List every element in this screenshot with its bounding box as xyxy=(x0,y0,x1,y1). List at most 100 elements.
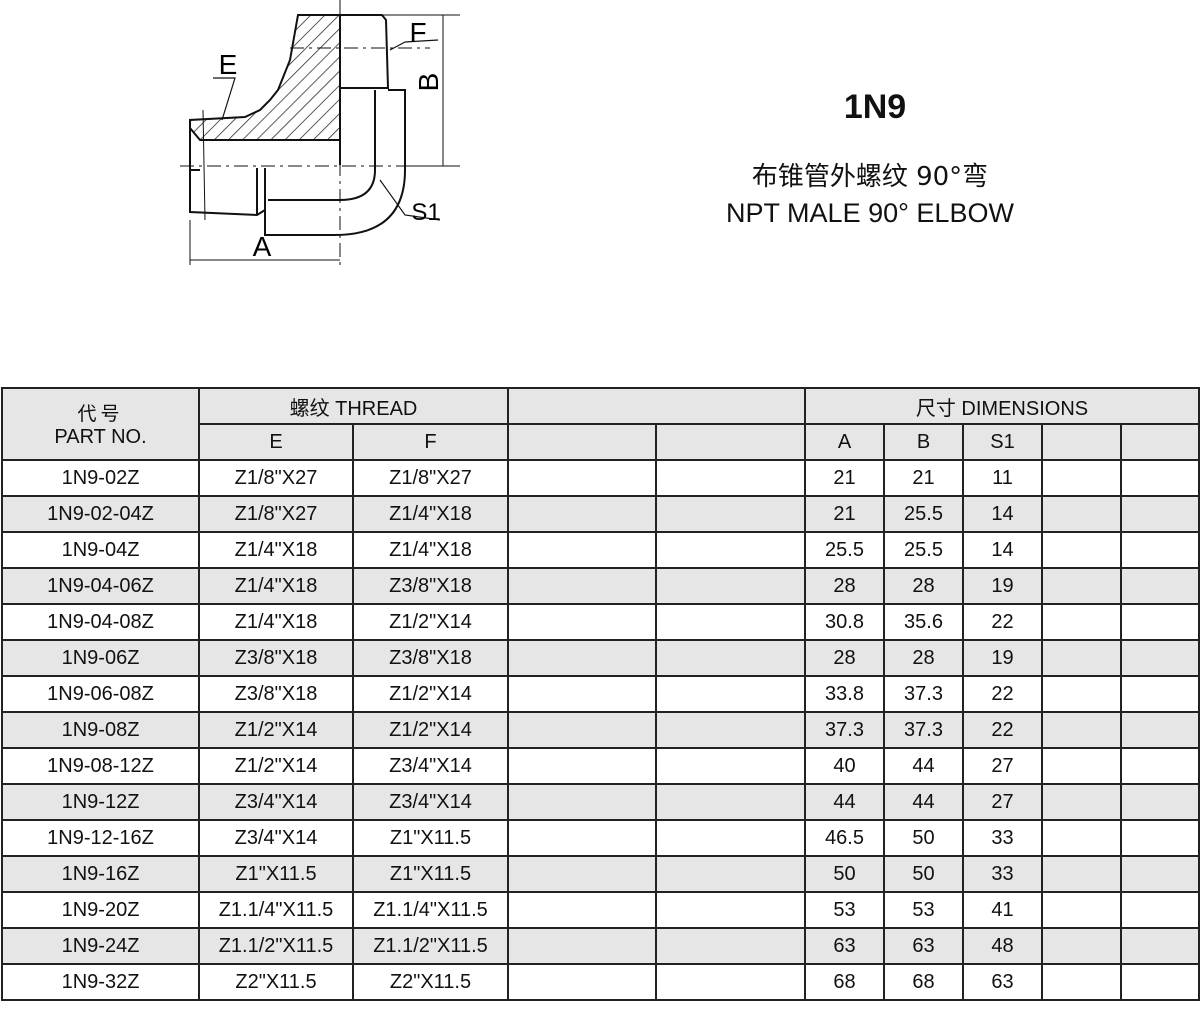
cell-blank xyxy=(655,603,806,641)
cell-s1: 33 xyxy=(962,819,1043,857)
col-blank xyxy=(1120,423,1200,461)
cell-blank xyxy=(1041,531,1122,569)
cell-part: 1N9-04Z xyxy=(1,531,200,569)
cell-a: 50 xyxy=(804,855,885,893)
cell-blank xyxy=(1120,747,1200,785)
cell-blank xyxy=(1041,855,1122,893)
cell-a: 25.5 xyxy=(804,531,885,569)
cell-a: 28 xyxy=(804,567,885,605)
cell-f: Z3/4"X14 xyxy=(352,747,509,785)
cell-blank xyxy=(655,459,806,497)
cell-a: 46.5 xyxy=(804,819,885,857)
col-blank xyxy=(655,423,806,461)
cell-blank xyxy=(1041,603,1122,641)
cell-s1: 33 xyxy=(962,855,1043,893)
elbow-drawing: E F A B S1 xyxy=(180,0,460,265)
cell-b: 68 xyxy=(883,963,964,1001)
cell-f: Z1/2"X14 xyxy=(352,603,509,641)
cell-s1: 27 xyxy=(962,783,1043,821)
cell-blank xyxy=(507,819,657,857)
blank-header xyxy=(507,387,806,425)
cell-blank xyxy=(507,891,657,929)
cell-part: 1N9-06Z xyxy=(1,639,200,677)
cell-f: Z1"X11.5 xyxy=(352,855,509,893)
col-b: B xyxy=(883,423,964,461)
cell-s1: 14 xyxy=(962,495,1043,533)
cell-blank xyxy=(507,963,657,1001)
cell-part: 1N9-12-16Z xyxy=(1,819,200,857)
cell-part: 1N9-04-08Z xyxy=(1,603,200,641)
cell-a: 21 xyxy=(804,459,885,497)
cell-f: Z1.1/2"X11.5 xyxy=(352,927,509,965)
cell-blank xyxy=(655,675,806,713)
subtitle-chinese: 布锥管外螺纹 90°弯 xyxy=(751,162,989,192)
cell-blank xyxy=(1041,711,1122,749)
cell-f: Z1/2"X14 xyxy=(352,711,509,749)
cell-e: Z1.1/4"X11.5 xyxy=(198,891,354,929)
cell-e: Z3/4"X14 xyxy=(198,819,354,857)
cell-blank xyxy=(507,639,657,677)
col-blank xyxy=(1041,423,1122,461)
cell-s1: 22 xyxy=(962,603,1043,641)
cell-blank xyxy=(1041,963,1122,1001)
cell-s1: 14 xyxy=(962,531,1043,569)
cell-blank xyxy=(655,711,806,749)
cell-b: 50 xyxy=(883,819,964,857)
cell-f: Z1/2"X14 xyxy=(352,675,509,713)
cell-part: 1N9-32Z xyxy=(1,963,200,1001)
cell-a: 21 xyxy=(804,495,885,533)
col-blank xyxy=(507,423,657,461)
cell-part: 1N9-24Z xyxy=(1,927,200,965)
cell-blank xyxy=(1041,495,1122,533)
cell-b: 28 xyxy=(883,567,964,605)
cell-e: Z1/8"X27 xyxy=(198,459,354,497)
cell-blank xyxy=(655,819,806,857)
cell-blank xyxy=(655,567,806,605)
cell-f: Z1/4"X18 xyxy=(352,495,509,533)
cell-e: Z1/4"X18 xyxy=(198,603,354,641)
cell-f: Z3/4"X14 xyxy=(352,783,509,821)
cell-s1: 27 xyxy=(962,747,1043,785)
cell-blank xyxy=(1120,855,1200,893)
cell-blank xyxy=(1120,675,1200,713)
cell-blank xyxy=(1041,459,1122,497)
col-s1: S1 xyxy=(962,423,1043,461)
cell-blank xyxy=(1041,891,1122,929)
cell-b: 50 xyxy=(883,855,964,893)
cell-blank xyxy=(655,927,806,965)
cell-e: Z1/4"X18 xyxy=(198,531,354,569)
cell-f: Z1/4"X18 xyxy=(352,531,509,569)
cell-part: 1N9-20Z xyxy=(1,891,200,929)
cell-b: 35.6 xyxy=(883,603,964,641)
cell-s1: 63 xyxy=(962,963,1043,1001)
cell-a: 40 xyxy=(804,747,885,785)
cell-blank xyxy=(507,855,657,893)
cell-f: Z2"X11.5 xyxy=(352,963,509,1001)
cell-s1: 19 xyxy=(962,567,1043,605)
cell-b: 37.3 xyxy=(883,675,964,713)
col-f: F xyxy=(352,423,509,461)
cell-f: Z1"X11.5 xyxy=(352,819,509,857)
subtitle-english: NPT MALE 90° ELBOW xyxy=(726,198,1014,228)
cell-blank xyxy=(1120,711,1200,749)
cell-blank xyxy=(1120,927,1200,965)
cell-e: Z1/4"X18 xyxy=(198,567,354,605)
cell-blank xyxy=(655,639,806,677)
cell-s1: 22 xyxy=(962,711,1043,749)
cell-part: 1N9-02Z xyxy=(1,459,200,497)
cell-blank xyxy=(1120,891,1200,929)
dimensions-table: 代号 PART NO. 螺纹 THREAD 尺寸 DIMENSIONS E F … xyxy=(1,387,1200,1001)
cell-part: 1N9-12Z xyxy=(1,783,200,821)
cell-part: 1N9-02-04Z xyxy=(1,495,200,533)
cell-blank xyxy=(1041,783,1122,821)
cell-part: 1N9-16Z xyxy=(1,855,200,893)
